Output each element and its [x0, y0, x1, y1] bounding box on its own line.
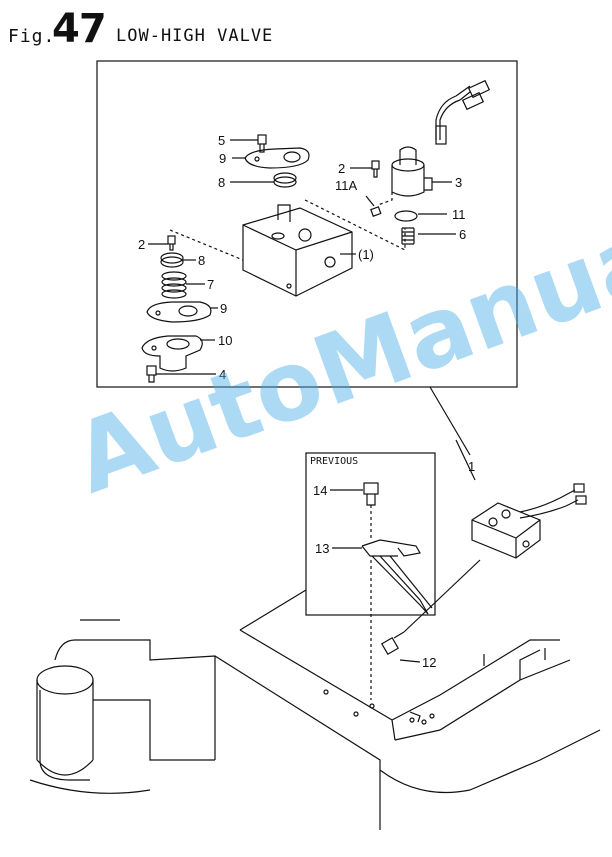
- spring-6: [401, 227, 415, 245]
- callout-9-lower: 9: [220, 301, 227, 316]
- flange-9-top: [244, 147, 310, 169]
- cover-10: [141, 335, 203, 372]
- solenoid-3: [377, 79, 491, 206]
- bolt-4: [146, 365, 157, 383]
- callout-12: 12: [422, 655, 436, 670]
- machine-frame: [29, 589, 601, 830]
- seal-8-top: [273, 172, 297, 188]
- valve-assembly-1: [471, 483, 587, 559]
- callout-6: 6: [459, 227, 466, 242]
- callout-9-top: 9: [219, 151, 226, 166]
- figure-title: LOW-HIGH VALVE: [116, 26, 274, 46]
- callout-3: 3: [455, 175, 462, 190]
- callout-4: 4: [219, 367, 226, 382]
- callout-8-top: 8: [218, 175, 225, 190]
- callout-14: 14: [313, 483, 327, 498]
- callout-2-upper: 2: [338, 161, 345, 176]
- bolt-2-left: [167, 235, 176, 251]
- callout-5: 5: [218, 133, 225, 148]
- bolt-2-upper: [371, 160, 380, 178]
- figure-prefix: Fig.: [8, 26, 56, 47]
- callout-11: 11: [452, 207, 466, 222]
- callout-10: 10: [218, 333, 232, 348]
- previous-inset-label: PREVIOUS: [310, 456, 358, 467]
- callout-2-left: 2: [138, 237, 145, 252]
- seal-8-lower: [160, 252, 184, 268]
- detail-frame: [96, 60, 518, 388]
- bolt-14: [363, 482, 379, 540]
- callout-8-lower: 8: [198, 253, 205, 268]
- callout-11a: 11A: [335, 178, 357, 193]
- callout-7: 7: [207, 277, 214, 292]
- oring-11: [394, 210, 418, 222]
- plug-11a: [370, 206, 382, 217]
- spring-7: [161, 271, 187, 299]
- callout-1: 1: [468, 459, 475, 474]
- bracket-13: [361, 539, 433, 615]
- figure-number: 47: [52, 6, 107, 52]
- callout-1-detail: (1): [358, 247, 374, 262]
- bolt-12: [380, 559, 481, 656]
- flange-9-lower: [146, 301, 212, 323]
- valve-body: [242, 204, 353, 297]
- callout-13: 13: [315, 541, 329, 556]
